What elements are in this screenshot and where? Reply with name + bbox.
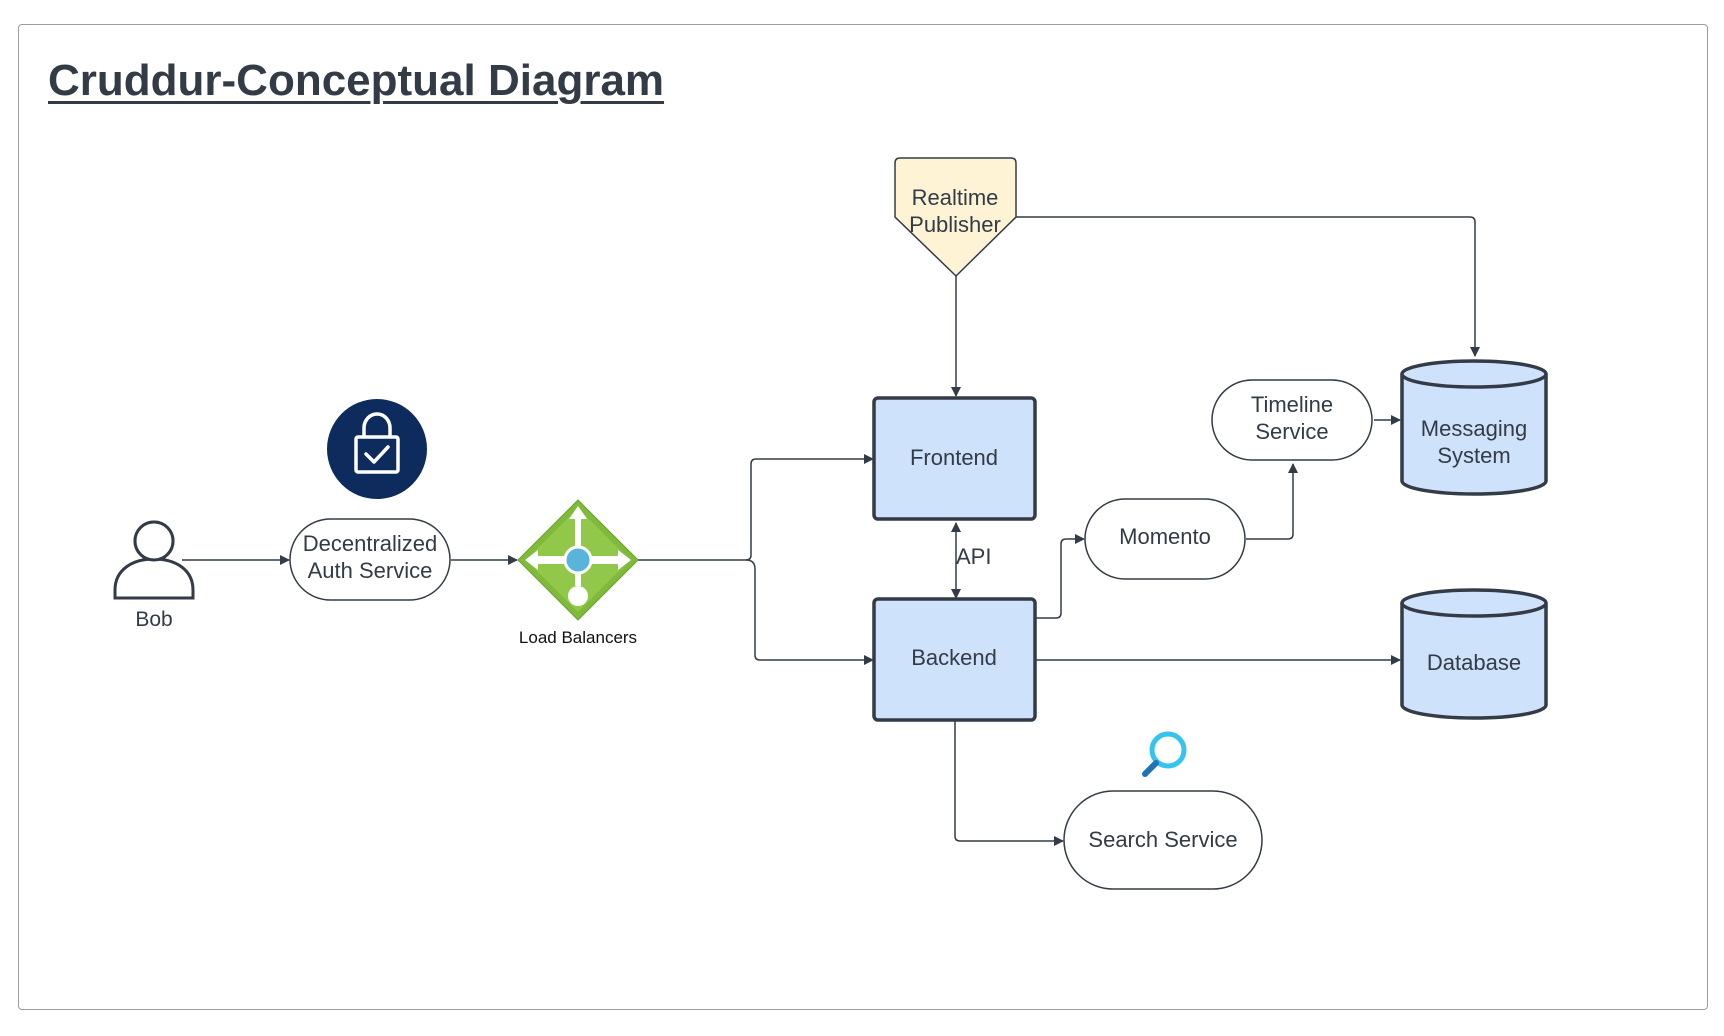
auth-service-label-line1: Decentralized <box>303 531 438 556</box>
diagram-title: Cruddur-Conceptual Diagram <box>48 56 665 105</box>
realtime-publisher-label-line2: Publisher <box>909 212 1001 237</box>
realtime-publisher-label-line1: Realtime <box>912 185 999 210</box>
diagram-frame <box>18 24 1708 1010</box>
edge-momento-timeline <box>1246 463 1298 540</box>
messaging-system-node[interactable]: Messaging System <box>1400 359 1548 496</box>
momento-node[interactable]: Momento <box>1084 498 1246 580</box>
momento-label: Momento <box>1119 524 1211 549</box>
messaging-system-label-line1: Messaging <box>1421 416 1527 441</box>
magnifier-icon <box>1142 731 1187 777</box>
lock-check-icon <box>327 399 427 499</box>
database-node[interactable]: Database <box>1400 588 1548 720</box>
realtime-publisher-node[interactable]: Realtime Publisher <box>894 157 1017 278</box>
edge-lb-backend <box>745 559 874 665</box>
bob-label: Bob <box>135 608 172 631</box>
user-icon[interactable] <box>113 520 195 600</box>
edge-backend-momento <box>1036 534 1085 619</box>
auth-service-node[interactable]: Decentralized Auth Service <box>289 518 451 601</box>
frontend-label: Frontend <box>910 445 998 470</box>
frontend-node[interactable]: Frontend <box>872 396 1037 521</box>
messaging-system-label-line2: System <box>1437 443 1510 468</box>
search-service-label: Search Service <box>1088 827 1237 852</box>
api-label: API <box>956 544 991 569</box>
edge-publisher-messaging <box>1016 216 1480 357</box>
timeline-service-label-line1: Timeline <box>1251 392 1333 417</box>
backend-node[interactable]: Backend <box>872 597 1037 722</box>
load-balancer-icon[interactable] <box>517 499 639 621</box>
timeline-service-node[interactable]: Timeline Service <box>1211 379 1373 461</box>
backend-label: Backend <box>911 645 997 670</box>
load-balancers-label: Load Balancers <box>519 628 637 647</box>
auth-service-label-line2: Auth Service <box>308 558 433 583</box>
database-label: Database <box>1427 650 1521 675</box>
edge-backend-search <box>954 721 1064 846</box>
edge-lb-frontend <box>638 454 874 561</box>
timeline-service-label-line2: Service <box>1255 419 1328 444</box>
search-service-node[interactable]: Search Service <box>1063 790 1263 890</box>
